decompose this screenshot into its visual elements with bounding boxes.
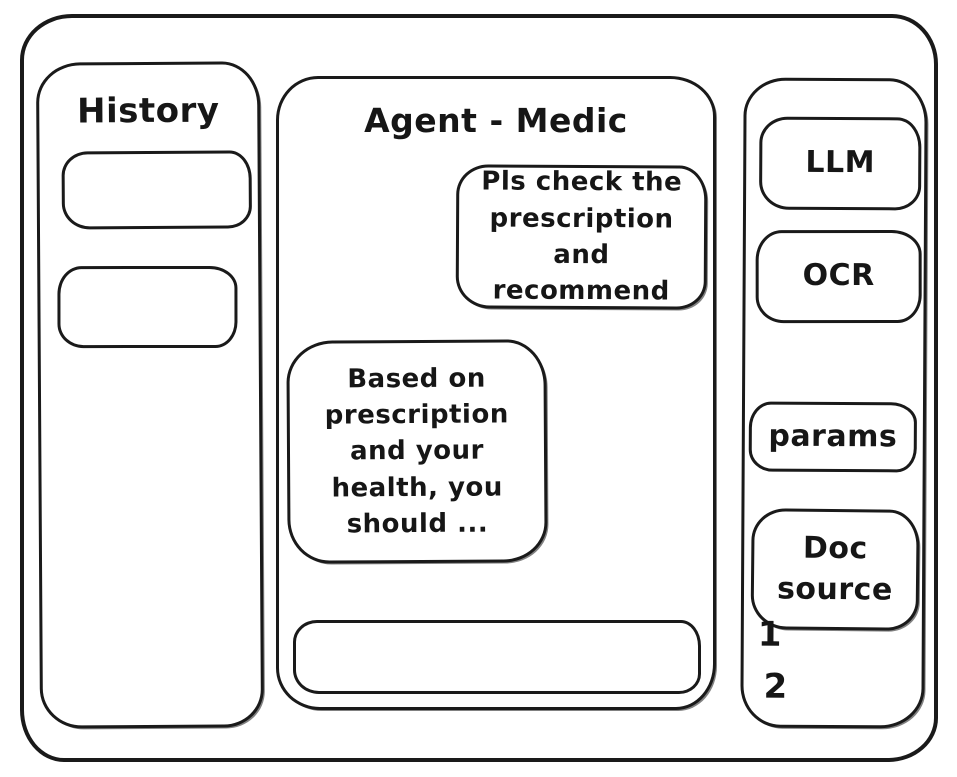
llm-button[interactable]: LLM xyxy=(759,116,922,211)
tools-panel: LLM OCR params Doc source 1 2 xyxy=(740,77,928,729)
chat-title: Agent - Medic xyxy=(364,101,628,140)
message-input[interactable] xyxy=(293,620,701,694)
doc-source-item-2[interactable]: 2 xyxy=(763,666,788,707)
history-item[interactable] xyxy=(61,150,252,230)
doc-source-button[interactable]: Doc source xyxy=(750,508,920,631)
params-button[interactable]: params xyxy=(748,401,918,473)
history-item[interactable] xyxy=(57,265,238,349)
history-panel-title: History xyxy=(76,90,220,132)
history-panel: History xyxy=(35,61,265,729)
assistant-message-bubble: Based on prescription and your health, y… xyxy=(286,339,548,564)
doc-source-item-1[interactable]: 1 xyxy=(757,614,782,655)
user-message-bubble: Pls check the prescription and recommend xyxy=(455,164,708,310)
ocr-button[interactable]: OCR xyxy=(755,229,922,324)
chat-panel: Agent - Medic Pls check the prescription… xyxy=(276,76,716,710)
